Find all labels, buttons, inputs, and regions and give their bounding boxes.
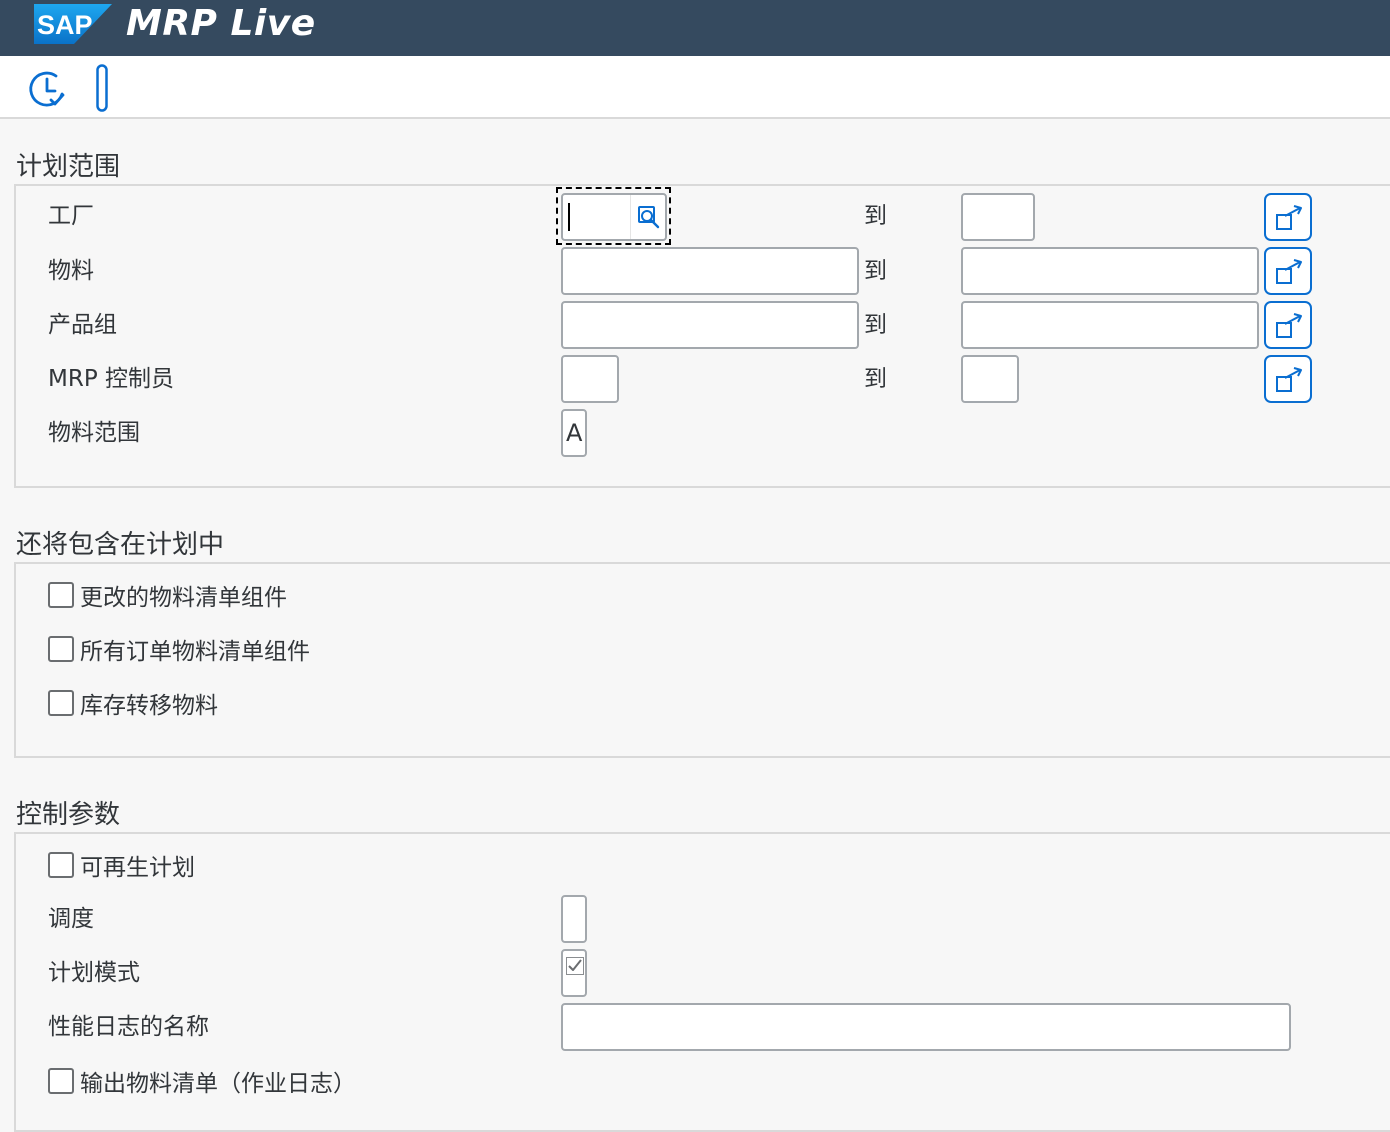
all-order-bom-components-label: 所有订单物料清单组件 [80,639,310,665]
product-group-multiple-selection-button[interactable] [1264,301,1312,349]
svg-text:SAP: SAP [37,10,93,40]
value-help-icon[interactable] [637,205,661,229]
mrp-controller-label: MRP 控制员 [48,366,175,392]
app-title: MRP Live [126,3,316,44]
product-group-to-label: 到 [864,312,887,338]
all-order-bom-components-checkbox-row[interactable]: 所有订单物料清单组件 [48,634,310,665]
plant-to-input[interactable] [961,193,1035,241]
control-params-group [14,832,1390,1132]
text-cursor [568,203,570,231]
planning-mode-checkbox[interactable] [561,949,587,997]
mrp-controller-to-label: 到 [864,366,887,392]
title-bar: SAP MRP Live [0,0,1390,56]
material-scope-label: 物料范围 [48,420,140,446]
mrp-controller-to-input[interactable] [961,355,1019,403]
regenerative-planning-checkbox[interactable] [48,852,74,878]
material-from-input[interactable] [561,247,859,295]
material-multiple-selection-button[interactable] [1264,247,1312,295]
checkmark-icon [566,957,584,975]
output-bom-label: 输出物料清单（作业日志） [80,1071,356,1097]
stock-transfer-materials-label: 库存转移物料 [80,693,218,719]
multiple-selection-icon [1276,259,1302,284]
plant-label: 工厂 [48,203,94,229]
multiple-selection-icon [1276,313,1302,338]
toolbar-separator [96,64,108,112]
mrp-controller-multiple-selection-button[interactable] [1264,355,1312,403]
regenerative-planning-label: 可再生计划 [80,855,195,881]
stock-transfer-materials-checkbox-row[interactable]: 库存转移物料 [48,688,218,719]
multiple-selection-icon [1276,367,1302,392]
scheduling-label: 调度 [48,906,94,932]
planning-scope-title: 计划范围 [16,152,121,182]
plant-to-label: 到 [864,203,887,229]
also-include-group [14,562,1390,758]
perf-log-name-label: 性能日志的名称 [48,1014,209,1040]
all-order-bom-components-checkbox[interactable] [48,636,74,662]
material-to-label: 到 [864,258,887,284]
plant-multiple-selection-button[interactable] [1264,193,1312,241]
execute-clock-icon[interactable] [26,68,68,110]
product-group-from-input[interactable] [561,301,859,349]
control-params-title: 控制参数 [16,800,121,830]
changed-bom-components-checkbox-row[interactable]: 更改的物料清单组件 [48,580,287,611]
regenerative-planning-checkbox-row[interactable]: 可再生计划 [48,850,195,881]
perf-log-name-input[interactable] [561,1003,1291,1051]
changed-bom-components-checkbox[interactable] [48,582,74,608]
product-group-label: 产品组 [48,312,117,338]
planning-mode-label: 计划模式 [48,960,140,986]
toolbar [0,56,1390,119]
output-bom-checkbox-row[interactable]: 输出物料清单（作业日志） [48,1066,356,1097]
multiple-selection-icon [1276,205,1302,230]
scheduling-input[interactable] [561,895,587,943]
output-bom-checkbox[interactable] [48,1068,74,1094]
focus-frame [556,187,671,245]
product-group-to-input[interactable] [961,301,1259,349]
material-label: 物料 [48,258,94,284]
plant-from-input[interactable] [561,193,667,241]
sap-logo: SAP [34,4,112,44]
also-include-title: 还将包含在计划中 [16,530,225,560]
changed-bom-components-label: 更改的物料清单组件 [80,585,287,611]
material-scope-input[interactable]: A [561,409,587,457]
mrp-controller-from-input[interactable] [561,355,619,403]
material-to-input[interactable] [961,247,1259,295]
stock-transfer-materials-checkbox[interactable] [48,690,74,716]
